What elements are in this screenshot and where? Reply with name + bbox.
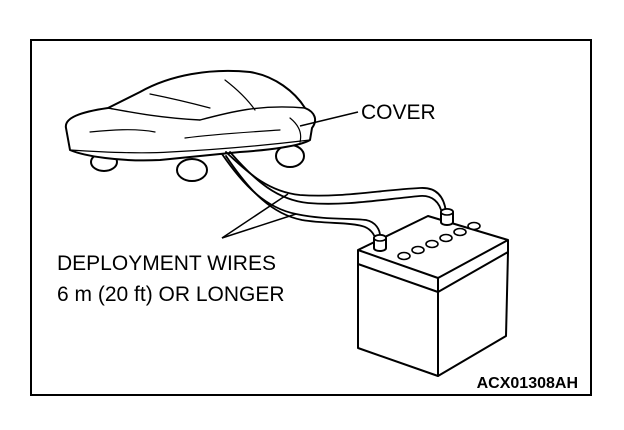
wires-leader-2 (221, 213, 297, 239)
terminal-right-top (440, 208, 454, 216)
cover-fold-2 (199, 106, 306, 121)
cover-fold-1 (107, 107, 201, 121)
wire-4 (225, 155, 376, 239)
cover-fold-7 (289, 117, 302, 143)
covered-car-icon (64, 69, 317, 182)
figure-frame (30, 39, 592, 396)
leader-lines (221, 111, 359, 239)
deployment-wires-length-label: 6 m (20 ft) OR LONGER (57, 283, 285, 306)
wire-1 (225, 151, 447, 213)
cover-leader (299, 111, 359, 127)
wire-2 (229, 151, 443, 215)
battery-side (437, 251, 509, 377)
cover-fold-6 (184, 129, 281, 139)
battery-icon (357, 208, 509, 377)
terminal-left-top (373, 234, 387, 242)
battery-cap-1 (397, 251, 411, 261)
battery-cap-2 (411, 245, 425, 255)
battery-cap-3 (425, 239, 439, 249)
battery-top-rim (357, 240, 509, 292)
battery-cap-6 (467, 221, 481, 231)
cover-label: COVER (361, 101, 436, 124)
cover-fold-4 (224, 79, 256, 111)
cover-hem (69, 139, 311, 154)
cover-fold-5 (89, 129, 156, 133)
figure-id: ACX01308AH (477, 375, 578, 392)
battery-cap-4 (439, 233, 453, 243)
battery-cap-5 (453, 227, 467, 237)
car-wheel-front-right (176, 158, 208, 182)
wires-leader-1 (221, 193, 289, 239)
cover-fold-3 (149, 93, 211, 109)
deployment-wires-label: DEPLOYMENT WIRES (57, 252, 276, 275)
deployment-wires (221, 151, 447, 239)
